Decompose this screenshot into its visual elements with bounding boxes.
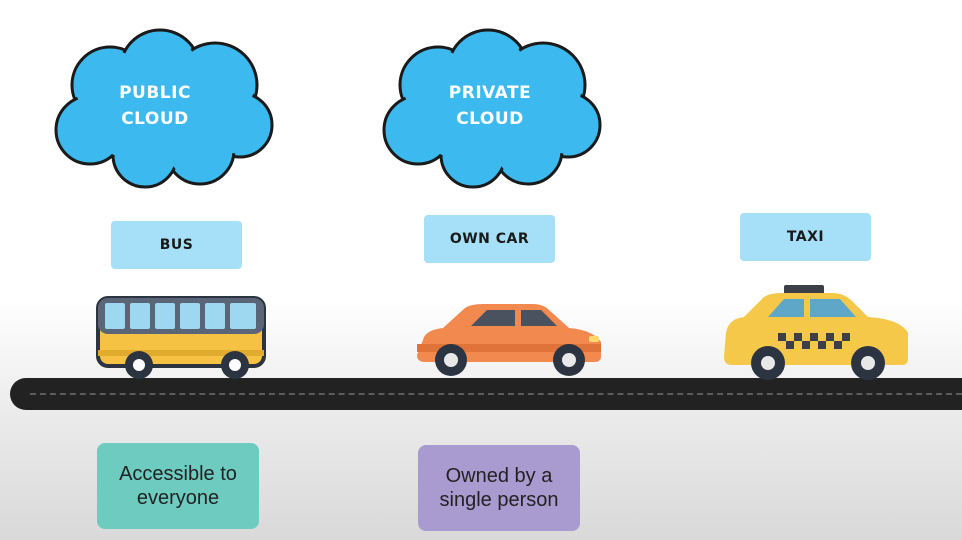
private-cloud-icon [382,28,602,189]
public-cloud-label: PUBLIC CLOUD [119,83,191,129]
private-cloud-label: PRIVATE CLOUD [448,83,532,129]
taxi-tag: TAXI [740,213,871,261]
taxi-icon [724,285,908,380]
bus-icon [96,296,266,379]
road-lane-line [30,393,962,395]
bus-description: Accessible to everyone [97,443,259,529]
public-cloud-icon [54,28,274,189]
own-car-tag: OWN CAR [424,215,555,263]
bus-tag: BUS [111,221,242,269]
car-icon [417,304,601,376]
own-car-description: Owned by a single person [418,445,580,531]
